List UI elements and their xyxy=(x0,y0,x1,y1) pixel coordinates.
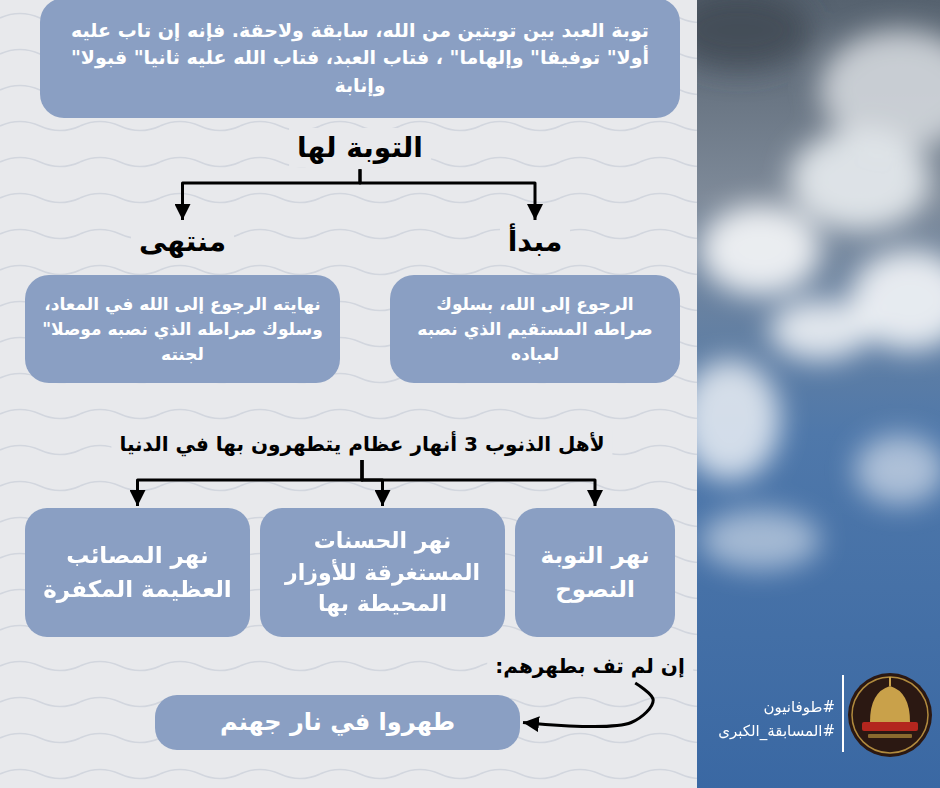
box-text: نهر المصائب العظيمة المكفرة xyxy=(35,539,240,606)
arrow-connector xyxy=(183,169,361,220)
cloud xyxy=(697,360,780,480)
condition-text: إن لم تف بطهرهم: xyxy=(487,652,693,680)
box-text: نهر الحسنات المستغرقة للأوزار المحيطة به… xyxy=(270,525,495,621)
hashtag-label: #المسابقة_الكبرى xyxy=(718,722,835,740)
box-text: الرجوع إلى الله، بسلوك صراطه المستقيم ال… xyxy=(404,292,666,366)
dark-cloud xyxy=(697,0,810,70)
cloud xyxy=(855,435,940,505)
arrow-connector xyxy=(362,460,595,506)
content-box: الرجوع إلى الله، بسلوك صراطه المستقيم ال… xyxy=(390,275,680,383)
box-heading: منتهى xyxy=(131,222,234,261)
arrow-connector xyxy=(362,460,383,506)
cloud xyxy=(770,300,870,360)
result-box: طهروا في نار جهنم xyxy=(155,695,520,750)
logo-dome xyxy=(870,686,910,722)
sky-photo xyxy=(697,0,940,788)
content-box: نهايته الرجوع إلى الله في المعاد، وسلوك … xyxy=(25,275,340,383)
box-heading: مبدأ xyxy=(500,222,571,261)
box-text: توبة العبد بين توبتين من الله، سابقة ولا… xyxy=(58,17,662,100)
heading-text: إن لم تف بطهرهم: xyxy=(495,652,685,680)
cloud xyxy=(820,30,940,150)
panel xyxy=(0,0,697,788)
heading-text: لأهل الذنوب 3 أنهار عظام يتطهرون بها في … xyxy=(119,430,604,458)
clouds xyxy=(697,0,940,570)
logo-disc xyxy=(848,673,932,757)
heading-text: التوبة لها xyxy=(297,128,423,167)
heading-text: التوبة لها xyxy=(289,128,431,167)
heading-text: لأهل الذنوب 3 أنهار عظام يتطهرون بها في … xyxy=(111,430,612,458)
logo-ring xyxy=(852,677,928,753)
arrow-connector xyxy=(523,683,653,727)
logo-band xyxy=(862,722,918,731)
logo-spire xyxy=(889,677,891,686)
arrow-connector xyxy=(138,460,363,506)
separator-line xyxy=(842,675,844,752)
cloud xyxy=(700,205,820,295)
river-box: نهر التوبة النصوح xyxy=(515,508,675,637)
river-box: نهر المصائب العظيمة المكفرة xyxy=(25,508,250,637)
arrow-connector xyxy=(360,169,535,220)
river-box: نهر الحسنات المستغرقة للأوزار المحيطة به… xyxy=(260,508,505,637)
box-text: نهايته الرجوع إلى الله في المعاد، وسلوك … xyxy=(39,292,326,366)
cloud xyxy=(790,130,930,230)
end-box: منتهى نهايته الرجوع إلى الله في المعاد، و… xyxy=(25,222,340,383)
box-text: طهروا في نار جهنم xyxy=(167,705,508,740)
wave-texture xyxy=(0,0,697,788)
cloud xyxy=(700,510,820,570)
start-box: مبدأ الرجوع إلى الله، بسلوك صراطه المستقي… xyxy=(390,222,680,383)
box-text: نهر التوبة النصوح xyxy=(525,539,665,606)
logo-base xyxy=(868,734,912,738)
intro-box: توبة العبد بين توبتين من الله، سابقة ولا… xyxy=(40,0,680,118)
logo xyxy=(848,673,932,757)
hashtag-label: #طوفانيون xyxy=(764,698,835,716)
